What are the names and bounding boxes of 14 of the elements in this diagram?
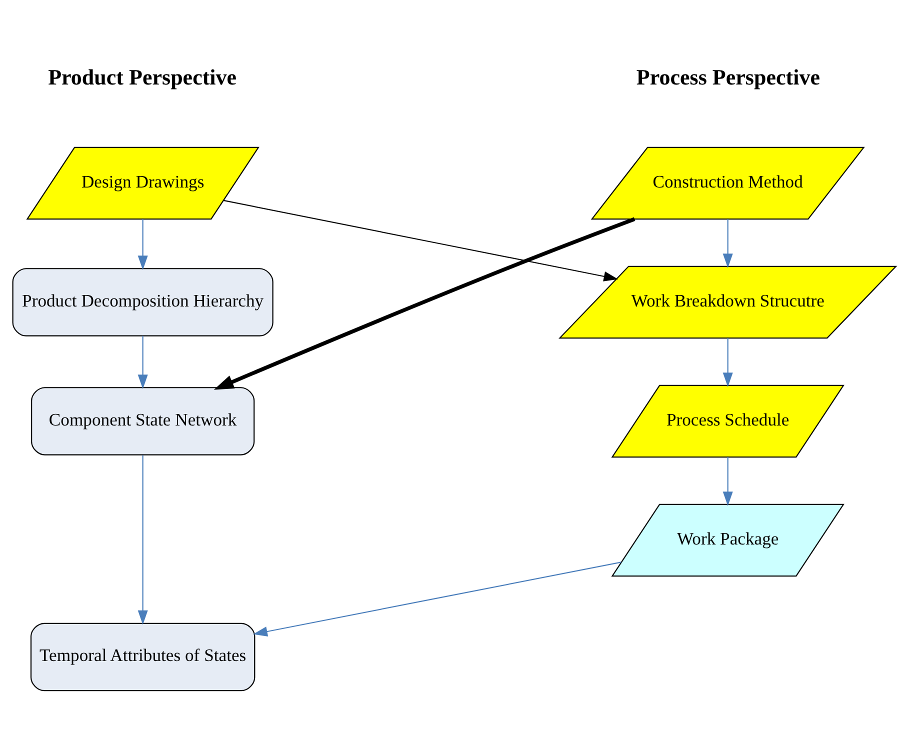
label: Process Perspective [636,64,820,90]
node-box: Component State Network [31,387,255,456]
arrow [138,455,148,625]
arrow [214,217,636,390]
arrow [722,457,733,506]
arrow [138,336,148,390]
node-box: Temporal Attributes of States [30,622,256,692]
arrow [722,338,733,387]
arrow [138,219,148,270]
arrow [223,200,618,282]
label: Product Perspective [48,64,237,90]
arrow [722,219,733,268]
node-box: Product Decomposition Hierarchy [12,268,274,336]
arrow [253,562,622,636]
